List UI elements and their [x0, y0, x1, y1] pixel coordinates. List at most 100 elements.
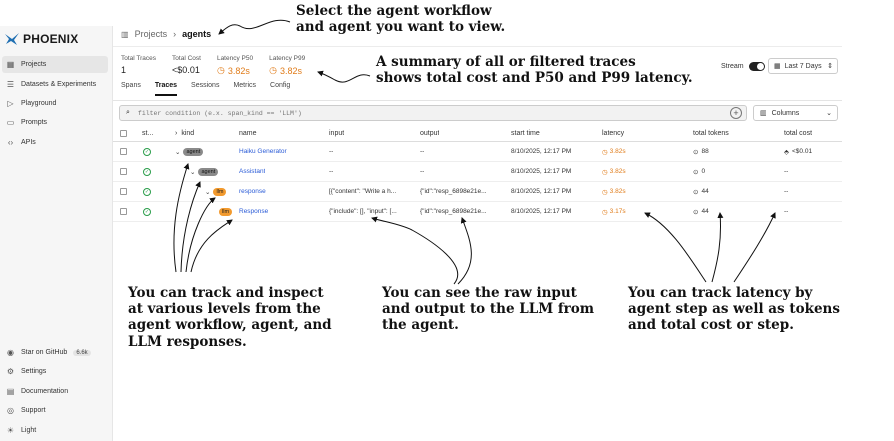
clock-icon: ◷ — [602, 148, 608, 156]
span-cost: -- — [784, 208, 789, 215]
phoenix-logo-icon — [5, 33, 19, 45]
span-start-time: 8/10/2025, 12:17 PM — [511, 168, 572, 175]
table-row[interactable]: ✓ ⌄llm response [{"content": "Write a h.… — [113, 182, 842, 202]
stat-latency-p99: Latency P99 ◷3.82s — [269, 55, 306, 76]
search-icon: ⌕ — [126, 109, 130, 116]
span-output: -- — [420, 168, 425, 175]
tab-bar: Spans Traces Sessions Metrics Config — [121, 82, 290, 96]
row-checkbox[interactable] — [120, 168, 127, 175]
span-cost: -- — [784, 188, 789, 195]
app-logo[interactable]: PHOENIX — [4, 32, 78, 46]
select-all-checkbox[interactable] — [120, 130, 127, 137]
filter-input[interactable] — [137, 109, 698, 117]
col-total-cost[interactable]: total cost — [784, 130, 813, 137]
chevron-updown-icon: ⇕ — [827, 63, 833, 70]
breadcrumb-current[interactable]: agents — [182, 29, 212, 39]
span-start-time: 8/10/2025, 12:17 PM — [511, 208, 572, 215]
col-total-tokens[interactable]: total tokens — [693, 130, 729, 137]
tab-spans[interactable]: Spans — [121, 82, 141, 89]
sidebar-item-documentation[interactable]: ▤ Documentation — [2, 383, 108, 400]
table-row[interactable]: ✓ ⌄agent Assistant -- -- 8/10/2025, 12:1… — [113, 162, 842, 182]
collapse-icon[interactable]: ⌄ — [190, 168, 196, 176]
breadcrumb-separator: › — [173, 29, 177, 39]
main-panel: ▥ Projects › agents Total Traces 1 Total… — [112, 26, 842, 441]
col-name[interactable]: name — [239, 130, 257, 137]
span-output: -- — [420, 148, 425, 155]
span-cost: <$0.01 — [792, 148, 813, 155]
sidebar-item-projects[interactable]: ▦ Projects — [2, 56, 108, 73]
sun-icon: ☀ — [6, 426, 15, 435]
col-status[interactable]: st... — [142, 130, 154, 137]
status-ok-icon: ✓ — [143, 207, 151, 216]
sidebar-item-label: Prompts — [21, 119, 48, 126]
tokens-icon: ⊙ — [693, 168, 699, 176]
tab-sessions[interactable]: Sessions — [191, 82, 220, 89]
sidebar-item-settings[interactable]: ⚙ Settings — [2, 363, 108, 380]
row-checkbox[interactable] — [120, 148, 127, 155]
divider — [113, 100, 842, 101]
tag-icon: ⬘ — [784, 148, 789, 156]
grid-icon: ▦ — [6, 60, 15, 69]
sidebar-item-label: Playground — [21, 100, 57, 107]
table-row[interactable]: ✓ ⌄agent Haiku Generator -- -- 8/10/2025… — [113, 142, 842, 162]
col-latency[interactable]: latency — [602, 130, 625, 137]
col-start-time[interactable]: start time — [511, 130, 540, 137]
span-name-link[interactable]: Assistant — [239, 168, 266, 175]
calendar-icon: ▦ — [774, 63, 781, 70]
sidebar-item-apis[interactable]: ‹› APIs — [2, 134, 108, 151]
book-icon: ▤ — [6, 387, 15, 396]
chevron-down-icon: ⌄ — [826, 110, 832, 117]
span-latency: 3.82s — [609, 168, 626, 175]
stream-toggle[interactable] — [748, 62, 765, 71]
sidebar-item-playground[interactable]: ▷ Playground — [2, 95, 108, 112]
sidebar-item-prompts[interactable]: ▭ Prompts — [2, 114, 108, 131]
tab-config[interactable]: Config — [270, 82, 291, 89]
sidebar-item-label: Projects — [21, 61, 47, 68]
stat-total-cost: Total Cost <$0.01 — [172, 55, 201, 75]
clock-icon: ◷ — [269, 65, 277, 75]
span-start-time: 8/10/2025, 12:17 PM — [511, 188, 572, 195]
breadcrumb: ▥ Projects › agents — [121, 29, 211, 39]
span-latency: 3.17s — [609, 208, 626, 215]
span-latency: 3.82s — [609, 148, 626, 155]
clock-icon: ◷ — [602, 168, 608, 176]
row-checkbox[interactable] — [120, 188, 127, 195]
span-latency: 3.82s — [609, 188, 626, 195]
col-kind[interactable]: ›kind — [175, 130, 195, 137]
span-kind-badge: agent — [198, 167, 219, 176]
date-range-button[interactable]: ▦ Last 7 Days ⇕ — [768, 58, 838, 74]
tokens-icon: ⊙ — [693, 208, 699, 216]
span-name-link[interactable]: Response — [239, 208, 269, 215]
tab-metrics[interactable]: Metrics — [233, 82, 257, 89]
divider — [113, 46, 842, 47]
collapse-icon[interactable]: ⌄ — [175, 148, 181, 156]
col-input[interactable]: input — [329, 130, 345, 137]
tab-traces[interactable]: Traces — [154, 82, 178, 96]
span-output: {"id":"resp_6898e21e... — [420, 208, 487, 215]
trace-stats: Total Traces 1 Total Cost <$0.01 Latency… — [121, 55, 321, 76]
span-name-link[interactable]: Haiku Generator — [239, 148, 287, 155]
sidebar-item-label: Star on GitHub — [21, 349, 68, 356]
span-name-link[interactable]: response — [239, 188, 266, 195]
status-ok-icon: ✓ — [143, 147, 151, 156]
sidebar-item-github[interactable]: ◉ Star on GitHub 6.6k — [2, 344, 108, 361]
stat-latency-p50: Latency P50 ◷3.82s — [216, 55, 254, 76]
span-tokens: 88 — [701, 148, 709, 155]
add-filter-icon[interactable]: + — [730, 107, 742, 119]
sidebar-toggle-icon[interactable]: ▥ — [121, 29, 129, 39]
sidebar-item-datasets[interactable]: ☰ Datasets & Experiments — [2, 76, 108, 93]
breadcrumb-projects[interactable]: Projects — [134, 29, 168, 39]
sidebar-item-label: APIs — [21, 139, 36, 146]
col-output[interactable]: output — [420, 130, 440, 137]
collapse-icon[interactable]: ⌄ — [205, 188, 211, 196]
expand-all-icon[interactable]: › — [175, 130, 178, 137]
row-checkbox[interactable] — [120, 208, 127, 215]
columns-button[interactable]: ▥ Columns ⌄ — [753, 105, 838, 121]
span-input: {"include": [], "input": [... — [329, 208, 397, 215]
sidebar-item-theme[interactable]: ☀ Light — [2, 422, 108, 439]
status-ok-icon: ✓ — [143, 167, 151, 176]
table-row[interactable]: ✓ llm Response {"include": [], "input": … — [113, 202, 842, 222]
sidebar-item-support[interactable]: ◎ Support — [2, 402, 108, 419]
message-icon: ▭ — [6, 118, 15, 127]
github-icon: ◉ — [7, 348, 14, 357]
